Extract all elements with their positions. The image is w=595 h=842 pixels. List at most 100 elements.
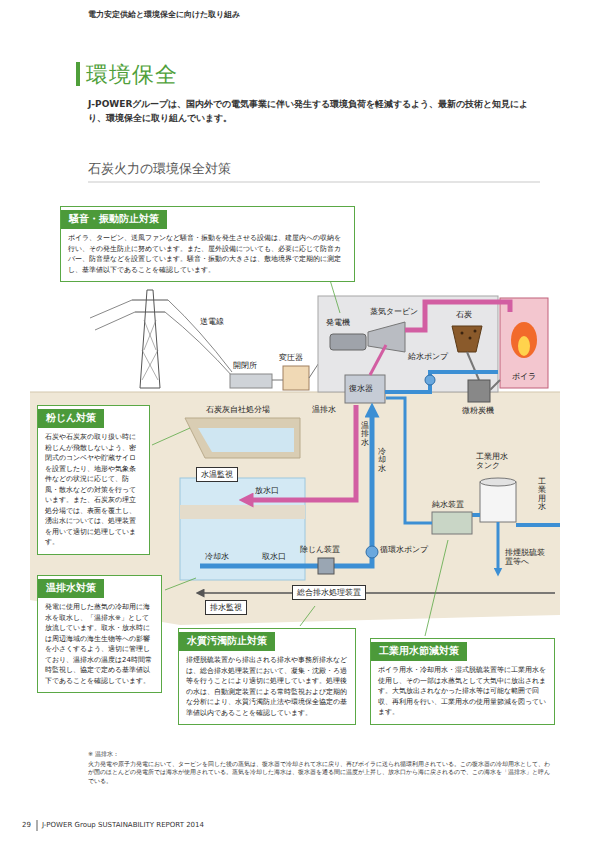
feed-pump xyxy=(425,375,435,385)
coal-chute xyxy=(467,352,479,380)
part-label: 冷却水 xyxy=(378,448,386,473)
flame-core xyxy=(518,336,530,356)
steam-turbine xyxy=(368,322,405,352)
ash-disposal-site xyxy=(185,418,300,458)
callout-heading: 粉じん対策 xyxy=(38,409,104,428)
industrial-water-pipe xyxy=(516,523,560,527)
flame xyxy=(511,322,537,358)
page-footer: J-POWER Group SUSTAINABILITY REPORT 2014 xyxy=(42,821,204,829)
section-rule xyxy=(88,182,540,183)
pulverizer xyxy=(468,380,490,402)
circulating-pump xyxy=(366,546,378,558)
power-line xyxy=(90,300,135,330)
leader-line xyxy=(152,428,190,445)
tower-arm xyxy=(132,300,168,301)
part-label: 放水口 xyxy=(255,486,279,495)
desulfurizer-supply xyxy=(497,522,500,572)
page-footer: 29 xyxy=(22,821,31,829)
coal-lump xyxy=(461,332,464,335)
box-label: 排水監視 xyxy=(210,602,242,613)
callout-body: 発電に使用した蒸気の冷却用に海水を取水し、「温排水※」として放流しています。取水… xyxy=(38,598,161,692)
exhaust-steam xyxy=(370,345,386,375)
part-label: 石炭 xyxy=(456,310,472,319)
part-label: 微粉炭機 xyxy=(462,406,494,415)
part-label: 温排水 xyxy=(361,422,369,447)
box-label: 水温監視 xyxy=(201,469,233,480)
feed-water-pipe xyxy=(385,372,498,392)
callout-box: 騒音・振動防止対策ボイラ、タービン、送風ファンなど騒音・振動を発生させる設備は、… xyxy=(60,206,355,282)
pure-water-pipe xyxy=(386,398,432,523)
intro-text: J-POWERグループは、国内外での電気事業に伴い発生する環境負荷を軽減するよう… xyxy=(88,98,543,126)
part-label: 給水ポンプ xyxy=(408,352,448,361)
label-box: 排水監視 xyxy=(205,600,247,615)
footnote: ※ 温排水： xyxy=(88,750,119,759)
callout-body: ボイラ、タービン、送風ファンなど騒音・振動を発生させる設備は、建屋内への収納を行… xyxy=(61,229,354,281)
part-label: 発電機 xyxy=(326,318,350,327)
part-label: 循環水ポンプ xyxy=(380,545,428,554)
warm-water-pipe xyxy=(246,405,356,500)
callout-box: 工業用水節減対策ボイラ用水・冷却用水・湿式脱硫装置等に工業用水を使用し、その一部… xyxy=(370,638,555,725)
coal-hopper xyxy=(452,326,482,352)
callout-box: 粉じん対策石炭や石炭灰の取り扱い時に粉じんが飛散しないよう、密閉式のコンベヤや貯… xyxy=(37,405,150,555)
part-label: 温排水 xyxy=(312,405,336,414)
section-subtitle: 石炭火力の環境保全対策 xyxy=(88,160,231,178)
leader-line xyxy=(425,540,448,636)
ash-pond-water xyxy=(198,428,294,452)
leader-line xyxy=(330,280,340,313)
power-line xyxy=(165,312,234,378)
section-header: 電力安定供給と環境保全に向けた取り組み xyxy=(88,9,240,20)
part-label: 取水口 xyxy=(262,552,286,561)
breakwater xyxy=(180,505,305,519)
part-label: 変圧器 xyxy=(279,353,303,362)
footnote: 火力発電や原子力発電において、タービンを回した後の蒸気は、復水器で冷却されて水に… xyxy=(88,760,553,785)
tank-to-purifier xyxy=(472,513,480,517)
callout-box: 水質汚濁防止対策排煙脱硫装置から排出される排水や事務所排水などは、総合排水処理装… xyxy=(178,628,356,725)
part-label: 送電線 xyxy=(200,317,224,326)
label-box: 水温監視 xyxy=(196,467,238,482)
callout-heading: 温排水対策 xyxy=(38,579,104,598)
part-label: 純水装置 xyxy=(432,500,464,509)
callout-heading: 水質汚濁防止対策 xyxy=(179,632,275,651)
screen-device xyxy=(318,558,334,574)
power-line xyxy=(168,300,232,372)
coal-lump xyxy=(474,330,477,333)
part-label: 除じん装置 xyxy=(300,545,340,554)
footer-separator xyxy=(37,820,38,831)
transmission-tower xyxy=(140,290,160,388)
callout-box: 温排水対策発電に使用した蒸気の冷却用に海水を取水し、「温排水※」として放流してい… xyxy=(37,575,162,693)
part-label: 復水器 xyxy=(349,384,373,393)
coal-lump xyxy=(469,337,472,340)
part-label: 蒸気タービン xyxy=(370,307,418,316)
generator xyxy=(330,334,366,350)
box-label: 総合排水処理装置 xyxy=(297,587,361,598)
part-label: ボイラ xyxy=(512,372,536,381)
tower-lattice xyxy=(142,320,158,380)
water-tank-top xyxy=(480,478,516,486)
tower-arm xyxy=(135,312,165,313)
callout-heading: 騒音・振動防止対策 xyxy=(61,210,167,229)
wastewater-line xyxy=(200,592,555,594)
callout-body: 石炭や石炭灰の取り扱い時に粉じんが飛散しないよう、密閉式のコンベヤや貯蔵サイロを… xyxy=(38,428,149,554)
water-purifier xyxy=(432,512,472,534)
part-label: 冷却水 xyxy=(205,552,229,561)
callout-body: 排煙脱硫装置から排出される排水や事務所排水などは、総合排水処理装置において、凝集… xyxy=(179,651,355,724)
callout-body: ボイラ用水・冷却用水・湿式脱硫装置等に工業用水を使用し、その一部は水蒸気として大… xyxy=(371,661,554,724)
part-label: 工業用水タンク xyxy=(476,452,510,470)
switchyard xyxy=(230,374,272,388)
part-label: 開閉所 xyxy=(233,361,257,370)
cooling-water-pipe xyxy=(200,410,372,566)
title-bar xyxy=(76,62,80,86)
part-label: 排煙脱硫装置等へ xyxy=(505,548,550,566)
wire xyxy=(272,380,283,381)
water-tank xyxy=(480,482,516,522)
callout-heading: 工業用水節減対策 xyxy=(371,642,467,661)
page-title: 環境保全 xyxy=(86,60,595,90)
boiler xyxy=(500,298,548,388)
condenser xyxy=(345,375,385,403)
coal-feed xyxy=(490,380,500,390)
leader-line xyxy=(300,606,315,626)
part-label: 工業用水 xyxy=(538,478,546,511)
part-label: 石炭灰自社処分場 xyxy=(206,405,270,414)
leader-line xyxy=(165,578,196,590)
